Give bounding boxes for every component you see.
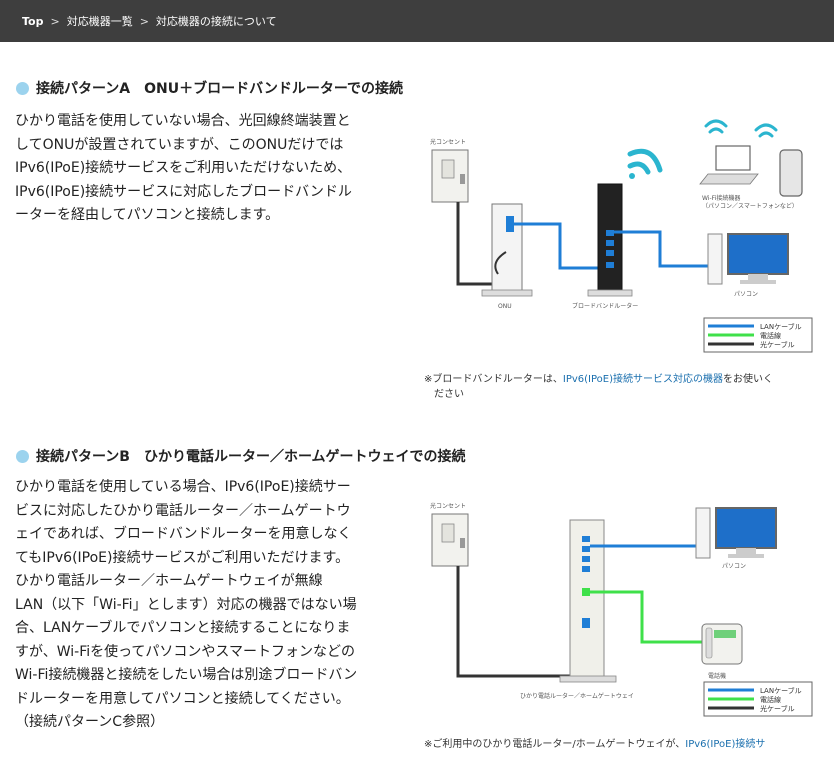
pattern-b-note: ※ご利用中のひかり電話ルーター/ホームゲートウェイが、IPv6(IPoE)接続サ [424,737,824,752]
compatible-router-link[interactable]: IPv6(IPoE)接続サービス対応の機器 [562,374,724,385]
cable-legend: LANケーブル 電話線 光ケーブル [703,681,813,717]
breadcrumb: Top > 対応機器一覧 > 対応機器の接続について [0,0,834,42]
pattern-a-title: 接続パターンA ONU＋ブロードバンドルーターでの接続 [36,81,403,97]
legend-phone-label: 電話線 [760,331,781,340]
onu-device-icon [481,203,533,297]
breadcrumb-top-link[interactable]: Top [22,14,44,28]
router-label: ブロードバンドルーター [572,302,638,310]
legend-fiber-label: 光ケーブル [760,704,795,713]
onu-label: ONU [498,303,512,310]
note-text: ださい [434,389,464,400]
bullet-icon [16,449,29,463]
note-text: をお使いく [723,374,774,385]
breadcrumb-current-page: 対応機器の接続について [155,15,277,28]
pattern-b-diagram: 光コンセント ひかり電話ルーター／ホームゲートウェイ パソコン 電話機 LANケ… [430,502,813,717]
bullet-icon [16,81,29,95]
pattern-a-note: ※ブロードバンドルーターは、IPv6(IPoE)接続サービス対応の機器をお使いく… [424,372,824,402]
pc-label: パソコン [734,291,758,298]
pc-label: パソコン [722,563,746,570]
outlet-label: 光コンセント [430,138,466,146]
outlet-label: 光コンセント [430,502,466,510]
cable-legend: LANケーブル 電話線 光ケーブル [703,317,813,353]
pattern-b-body: ひかり電話を使用している場合、IPv6(IPoE)接続サー ビスに対応したひかり… [15,479,358,730]
broadband-router-icon [587,183,633,297]
pattern-a-diagram: 光コンセント ONU ブロードバンドルーター パソコン [430,119,813,353]
pattern-a-heading: 接続パターンA ONU＋ブロードバンドルーターでの接続 [16,78,403,98]
legend-lan-label: LANケーブル [760,686,802,695]
hgw-label: ひかり電話ルーター／ホームゲートウェイ [520,692,634,700]
legend-phone-label: 電話線 [760,695,781,704]
fiber-cable-line [456,566,582,678]
legend-lan-label: LANケーブル [760,322,802,331]
lan-cable-line [614,230,716,268]
phone-label: 電話機 [708,672,726,680]
wifi-icon [704,119,778,138]
compatible-hgw-link[interactable]: IPv6(IPoE)接続サ [685,739,766,750]
desktop-pc-icon [707,233,789,285]
wifi-icon [627,148,663,179]
desktop-pc-icon [695,507,777,559]
breadcrumb-separator: > [50,14,60,28]
legend-fiber-label: 光ケーブル [760,340,795,349]
laptop-icon [699,145,759,185]
note-text: ※ご利用中のひかり電話ルーター/ホームゲートウェイが、 [424,739,686,750]
wifi-device-label: Wi-Fi接続機器 [702,194,740,202]
telephone-icon [701,623,743,665]
breadcrumb-separator: > [139,14,149,28]
lan-cable-line [514,222,606,270]
wifi-device-sublabel: （パソコン／スマートフォンなど） [702,202,798,210]
pattern-b-title: 接続パターンB ひかり電話ルーター／ホームゲートウェイでの接続 [36,449,466,465]
home-gateway-icon [559,519,617,683]
breadcrumb-device-list-link[interactable]: 対応機器一覧 [66,15,133,28]
power-cord-line [494,251,507,275]
optical-outlet-icon [431,149,469,203]
pattern-a-body: ひかり電話を使用していない場合、光回線終端装置と してONUが設置されていますが… [15,113,352,223]
note-text: ※ブロードバンドルーターは、 [424,374,563,385]
optical-outlet-icon [431,513,469,567]
phone-cable-line [590,590,702,644]
pattern-b-heading: 接続パターンB ひかり電話ルーター／ホームゲートウェイでの接続 [16,446,466,466]
smartphone-icon [779,149,803,197]
